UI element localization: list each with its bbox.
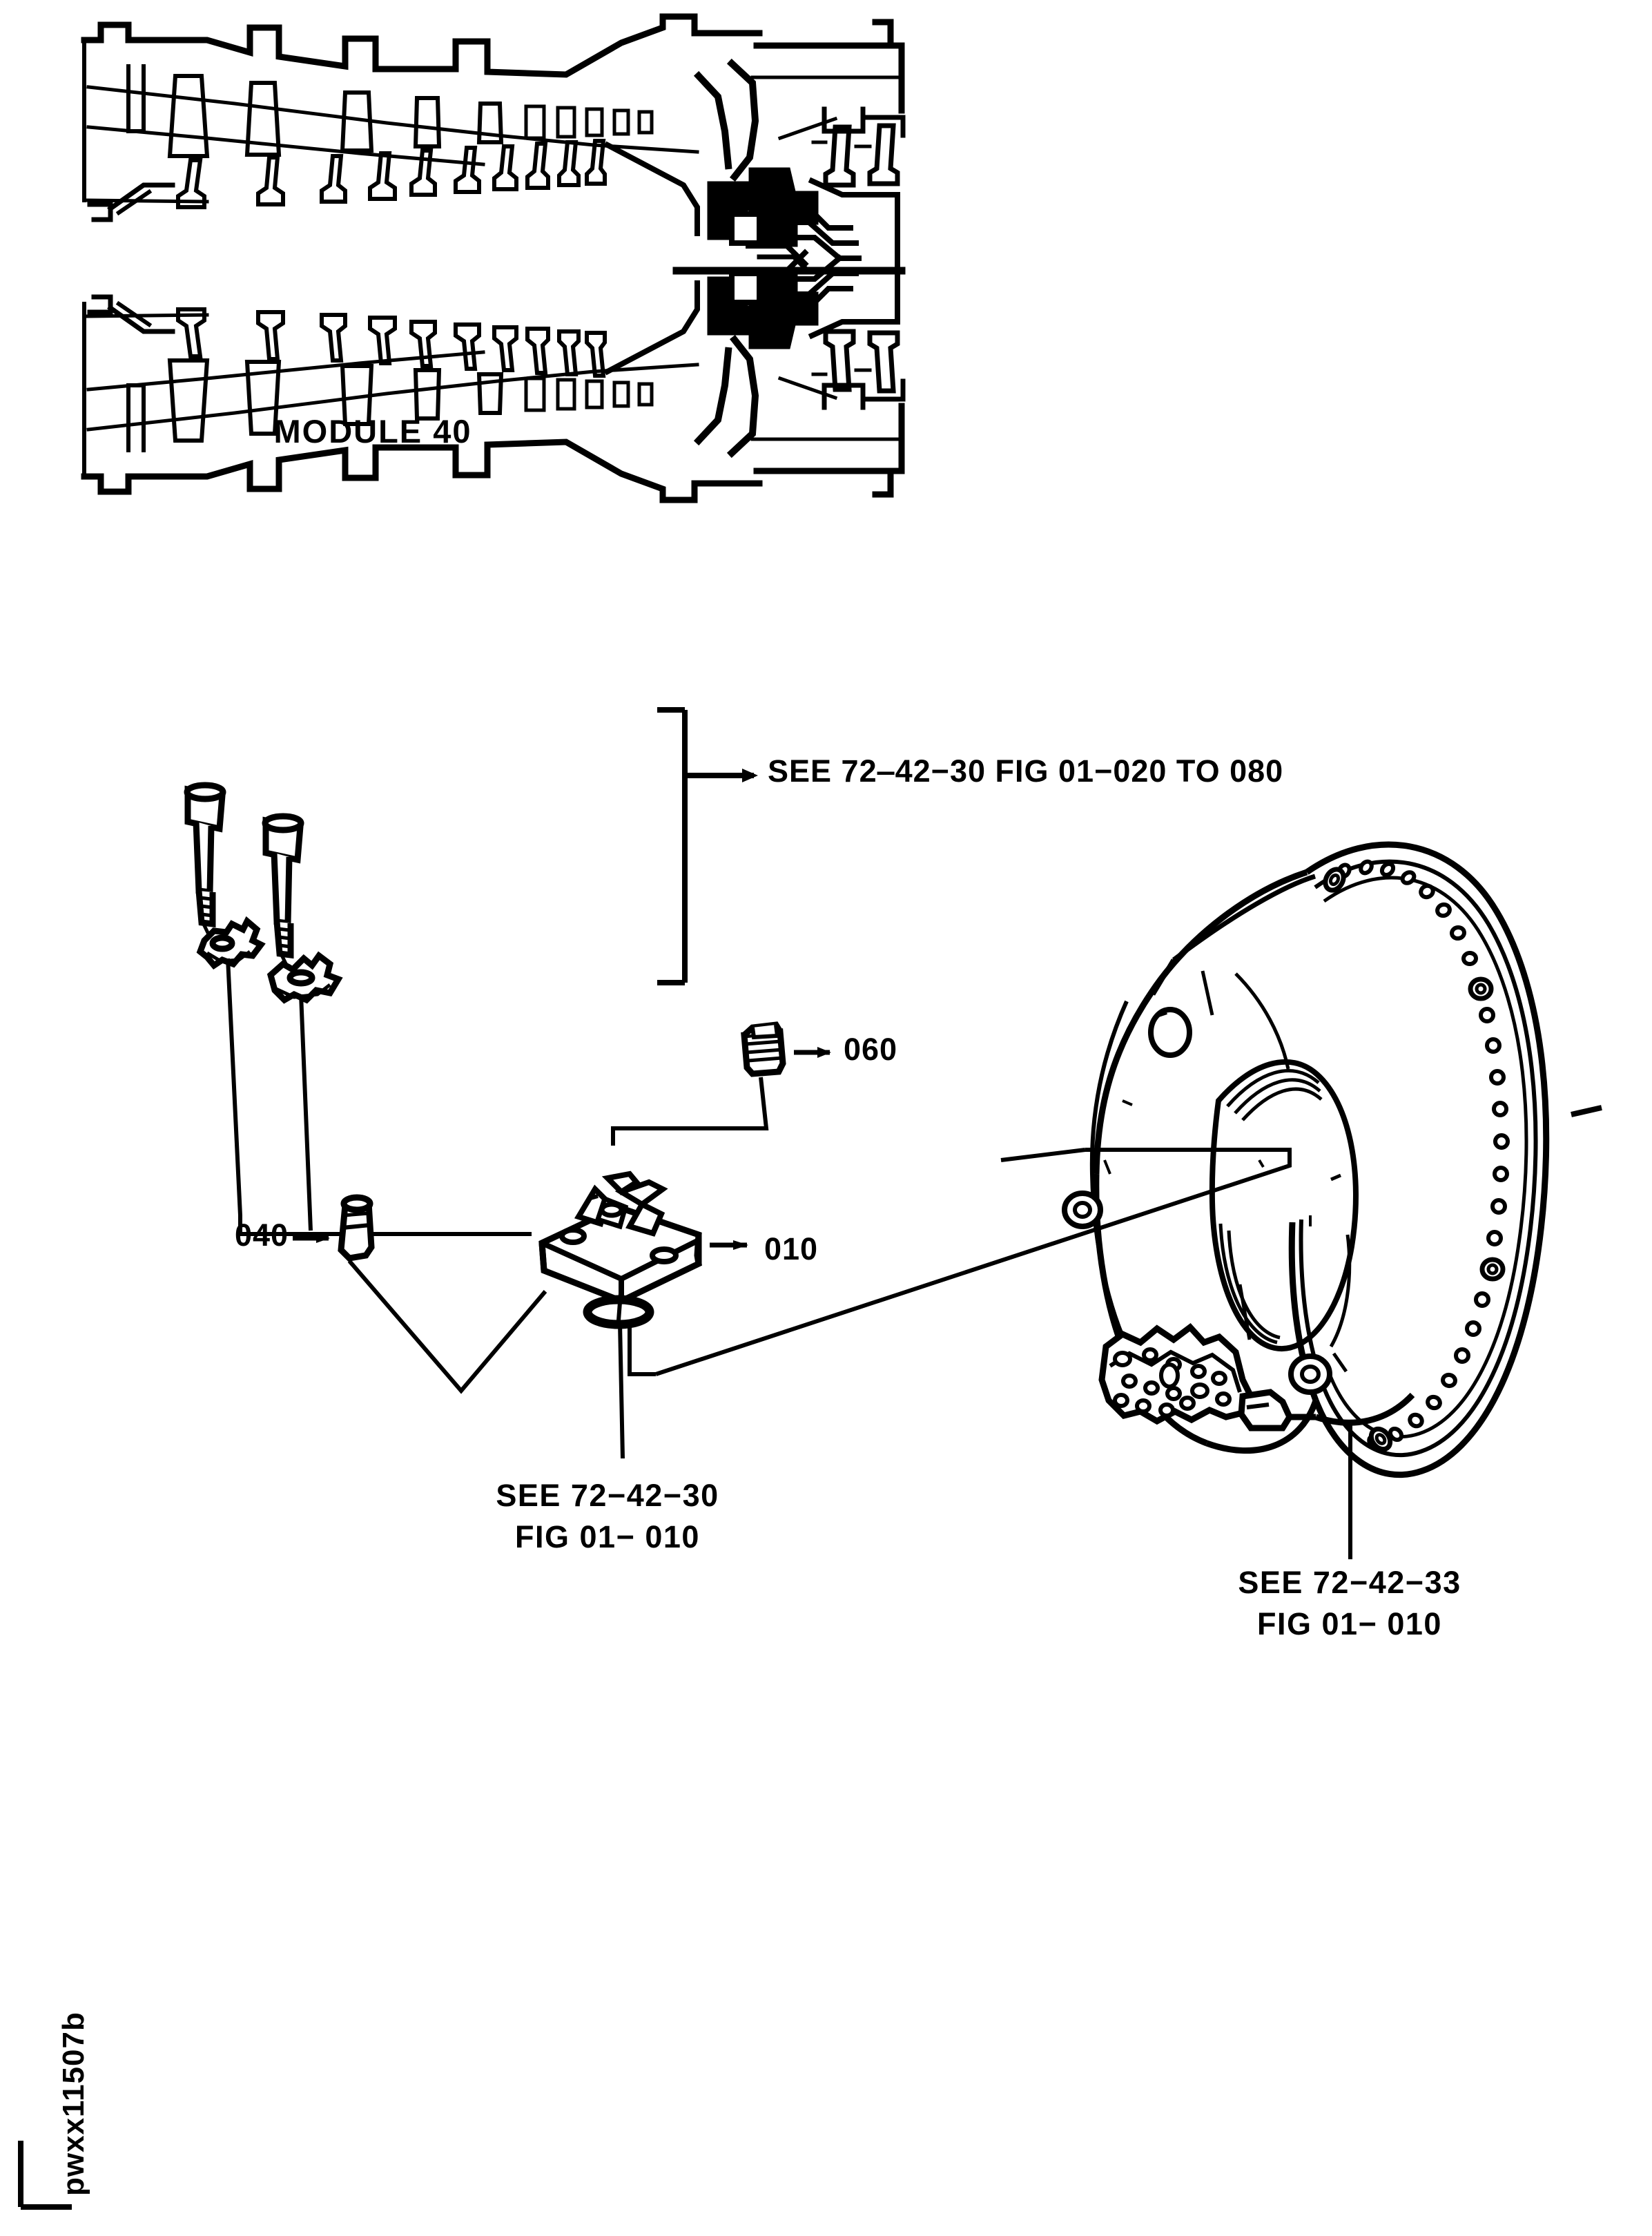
reference-bracket-label: SEE 72‒42−30 FIG 01−020 TO 080 bbox=[768, 753, 1284, 789]
leader-gasket-to-casing bbox=[628, 1320, 656, 1376]
reference-gasket-line1: SEE 72−42−30 bbox=[496, 1478, 719, 1513]
leader-bolt-left bbox=[226, 958, 532, 1236]
callout-010: 010 bbox=[764, 1231, 819, 1266]
bolt-upper-left bbox=[184, 782, 226, 928]
lockplate-left bbox=[196, 916, 266, 970]
callout-040: 040 bbox=[235, 1217, 289, 1253]
pin-040 bbox=[338, 1194, 375, 1262]
module-caption: MODULE 40 bbox=[273, 413, 472, 450]
leader-040-drop bbox=[347, 1260, 547, 1394]
leader-gasket bbox=[616, 1284, 625, 1459]
callout-060: 060 bbox=[844, 1032, 898, 1067]
reference-casing-line1: SEE 72−42−33 bbox=[1238, 1565, 1461, 1600]
mount-bracket-010 bbox=[538, 1170, 702, 1304]
plate-number: pwxx11507b bbox=[57, 2012, 90, 2196]
leader-plug-drop bbox=[611, 1077, 769, 1146]
reference-casing-line2: FIG 01− 010 bbox=[1257, 1606, 1442, 1641]
diffuser-casing bbox=[1062, 841, 1602, 1478]
leader-casing-inner bbox=[1000, 1148, 1086, 1162]
leader-bolt-right bbox=[299, 994, 313, 1231]
bolt-upper-right bbox=[262, 813, 304, 959]
leader-bracket-to-casing bbox=[655, 1148, 1292, 1376]
plug-060 bbox=[741, 1021, 786, 1077]
reference-gasket-line2: FIG 01− 010 bbox=[515, 1519, 700, 1554]
lockplate-right bbox=[266, 948, 343, 1004]
